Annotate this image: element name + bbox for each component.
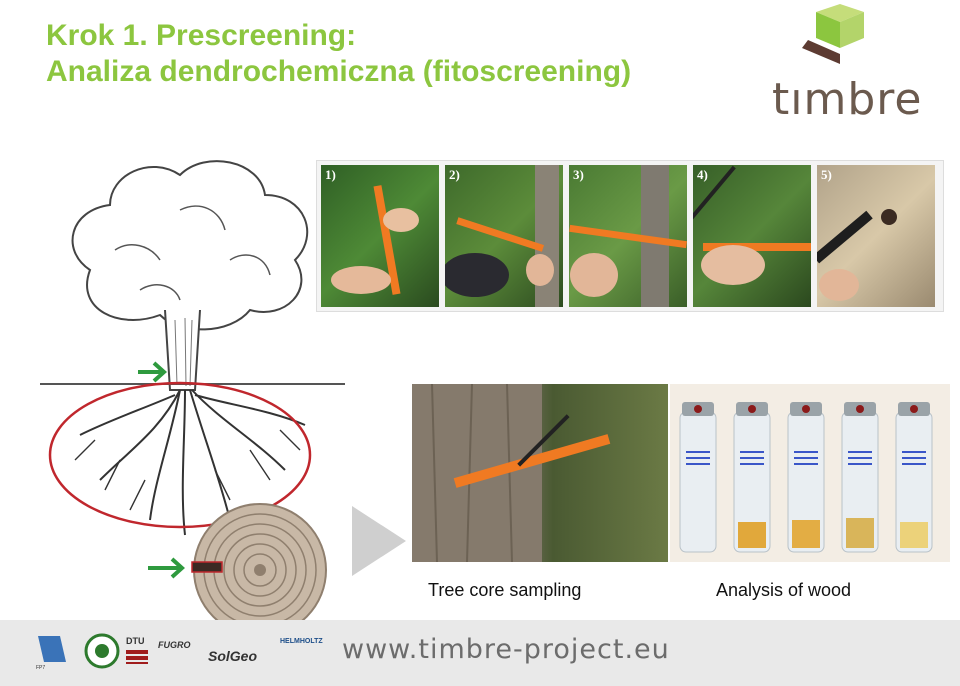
timbre-cube-icon [802,4,864,64]
dtu-logo-icon [126,650,148,664]
tree-core-caption: Tree core sampling [428,580,582,600]
step-number: 1) [325,167,336,182]
tree-core-photo [412,384,668,562]
wood-analysis-photo [670,384,950,562]
project-url[interactable]: www.timbre-project.eu [342,634,670,665]
step-number: 4) [697,167,708,182]
partner-dtu: DTU [126,636,145,646]
tree-drawing [40,160,345,637]
slide-title: Krok 1. Prescreening: Analiza dendrochem… [46,18,631,90]
trunk-arrow-icon [138,361,167,383]
core-arrow-icon [148,557,185,579]
step-number: 5) [821,167,832,182]
step-number: 2) [449,167,460,182]
next-arrow-icon [352,506,406,576]
vials [679,402,933,553]
sampling-photo-strip: 1) 2) 3) 4) 5) [316,160,944,312]
step-number: 3) [573,167,584,182]
partner-helmholtz: HELMHOLTZ [280,638,323,645]
logo-wordmark: tımbre [772,74,923,125]
sampling-photo-1: 1) [321,165,439,307]
tree-illustration [30,150,360,637]
footer-bar [0,620,960,686]
partner-fugro: FUGRO [158,640,191,650]
sampling-photo-3: 3) [569,165,687,307]
svg-text:FP7: FP7 [36,665,45,670]
title-line-2: Analiza dendrochemiczna (fitoscreening) [46,55,632,88]
trunk-cross-section [191,503,327,637]
root-zone-ellipse [48,381,312,529]
timbre-logo: tımbre [768,4,928,125]
wood-analysis-caption: Analysis of wood [716,580,852,600]
title-line-1: Krok 1. Prescreening: [46,19,357,52]
sampling-photo-2: 2) [445,165,563,307]
university-seal-icon [84,633,120,669]
partner-solgeo: SolGeo [208,648,258,664]
sampling-photo-4: 4) [693,165,811,307]
sampling-photo-5: 5) [817,165,935,307]
fp7-logo-icon: FP7 [36,636,66,670]
